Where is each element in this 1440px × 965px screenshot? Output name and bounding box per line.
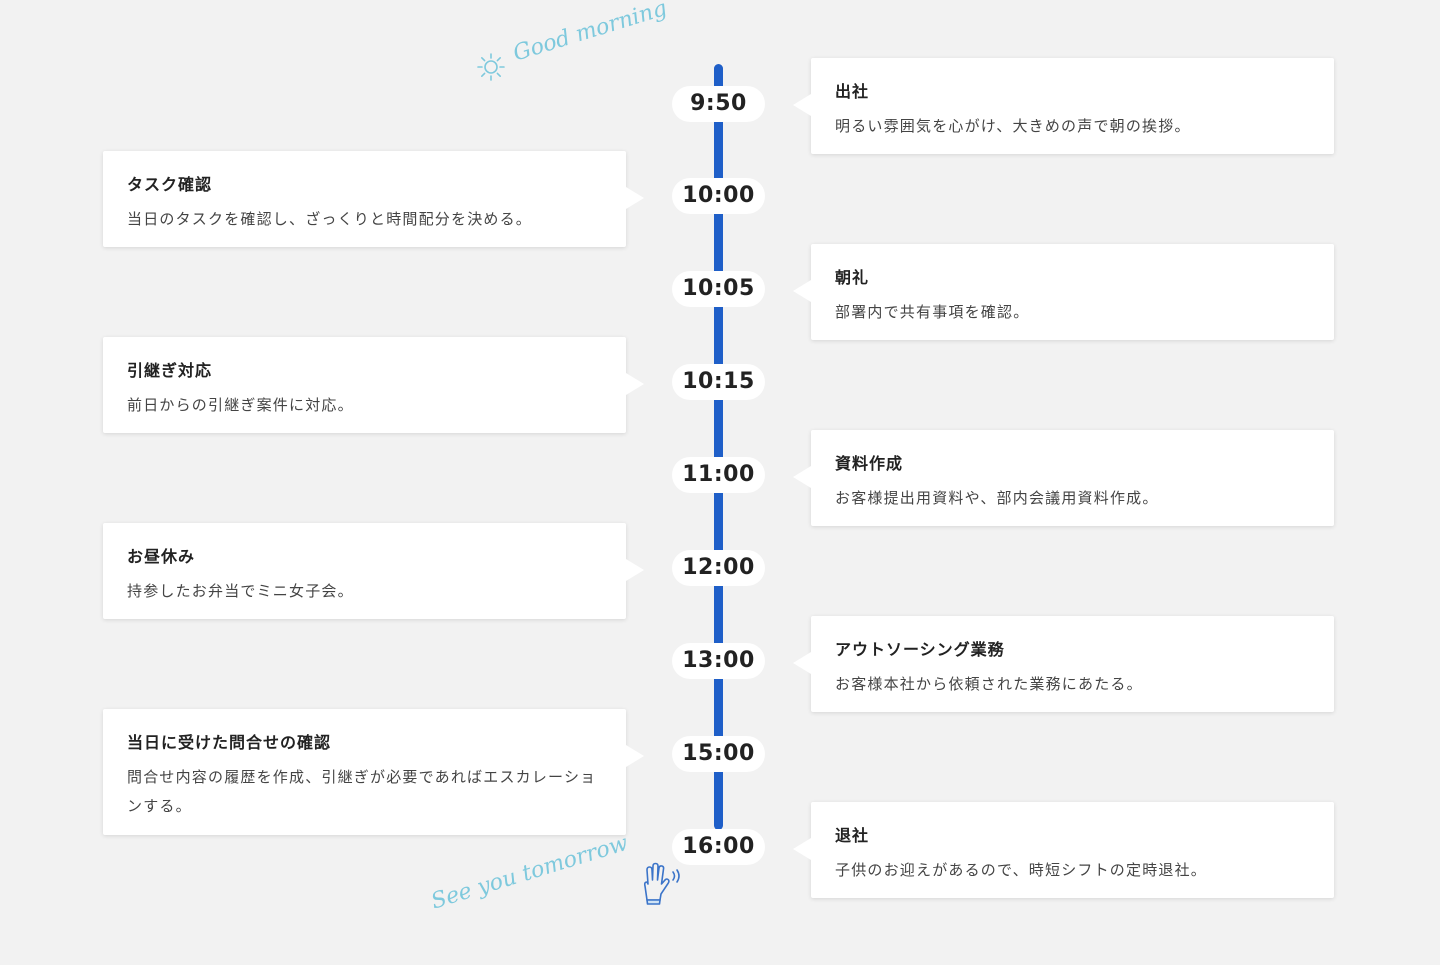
time-pill: 13:00 xyxy=(672,643,765,679)
card-title: 引継ぎ対応 xyxy=(127,361,213,380)
schedule-card: 朝礼 部署内で共有事項を確認。 xyxy=(793,244,1334,340)
card-description: 子供のお迎えがあるので、時短シフトの定時退社。 xyxy=(835,861,1208,879)
card-description: お客様提出用資料や、部内会議用資料作成。 xyxy=(835,489,1159,507)
time-pill: 15:00 xyxy=(672,736,765,772)
schedule-card: タスク確認 当日のタスクを確認し、ざっくりと時間配分を決める。 xyxy=(103,151,644,247)
card-description: 部署内で共有事項を確認。 xyxy=(835,303,1030,321)
card-description: 持参したお弁当でミニ女子会。 xyxy=(127,582,354,600)
time-pill: 11:00 xyxy=(672,457,765,493)
timeline-line xyxy=(714,64,723,830)
sun-icon xyxy=(477,53,505,81)
card-title: 退社 xyxy=(835,826,870,845)
schedule-card: 退社 子供のお迎えがあるので、時短シフトの定時退社。 xyxy=(793,802,1334,898)
time-pill: 12:00 xyxy=(672,550,765,586)
schedule-card: お昼休み 持参したお弁当でミニ女子会。 xyxy=(103,523,644,619)
card-title: アウトソーシング業務 xyxy=(835,640,1005,659)
schedule-card: 当日に受けた問合せの確認 問合せ内容の履歴を作成、引継ぎが必要であればエスカレー… xyxy=(103,709,644,835)
time-pill: 10:00 xyxy=(672,178,765,214)
card-description: お客様本社から依頼された業務にあたる。 xyxy=(835,675,1143,693)
schedule-card: 資料作成 お客様提出用資料や、部内会議用資料作成。 xyxy=(793,430,1334,526)
time-pill: 16:00 xyxy=(672,829,765,865)
card-title: 資料作成 xyxy=(835,454,904,473)
schedule-card: 引継ぎ対応 前日からの引継ぎ案件に対応。 xyxy=(103,337,644,433)
card-description: 明るい雰囲気を心がけ、大きめの声で朝の挨拶。 xyxy=(835,117,1191,135)
see-you-tomorrow-text: See you tomorrow xyxy=(428,830,631,915)
time-pill: 9:50 xyxy=(672,86,765,122)
card-title: 出社 xyxy=(835,82,870,101)
schedule-card: 出社 明るい雰囲気を心がけ、大きめの声で朝の挨拶。 xyxy=(793,58,1334,154)
card-description: 当日のタスクを確認し、ざっくりと時間配分を決める。 xyxy=(127,210,533,228)
waving-hand-icon xyxy=(643,862,680,905)
card-description: 問合せ内容の履歴を作成、引継ぎが必要であればエスカレーションする。 xyxy=(127,768,597,815)
time-pill: 10:05 xyxy=(672,271,765,307)
card-title: お昼休み xyxy=(127,547,196,566)
card-description: 前日からの引継ぎ案件に対応。 xyxy=(127,396,354,414)
card-title: 当日に受けた問合せの確認 xyxy=(127,733,332,752)
card-title: タスク確認 xyxy=(127,175,213,194)
card-title: 朝礼 xyxy=(835,268,870,287)
time-pill: 10:15 xyxy=(672,364,765,400)
schedule-card: アウトソーシング業務 お客様本社から依頼された業務にあたる。 xyxy=(793,616,1334,712)
good-morning-text: Good morning xyxy=(510,0,670,67)
